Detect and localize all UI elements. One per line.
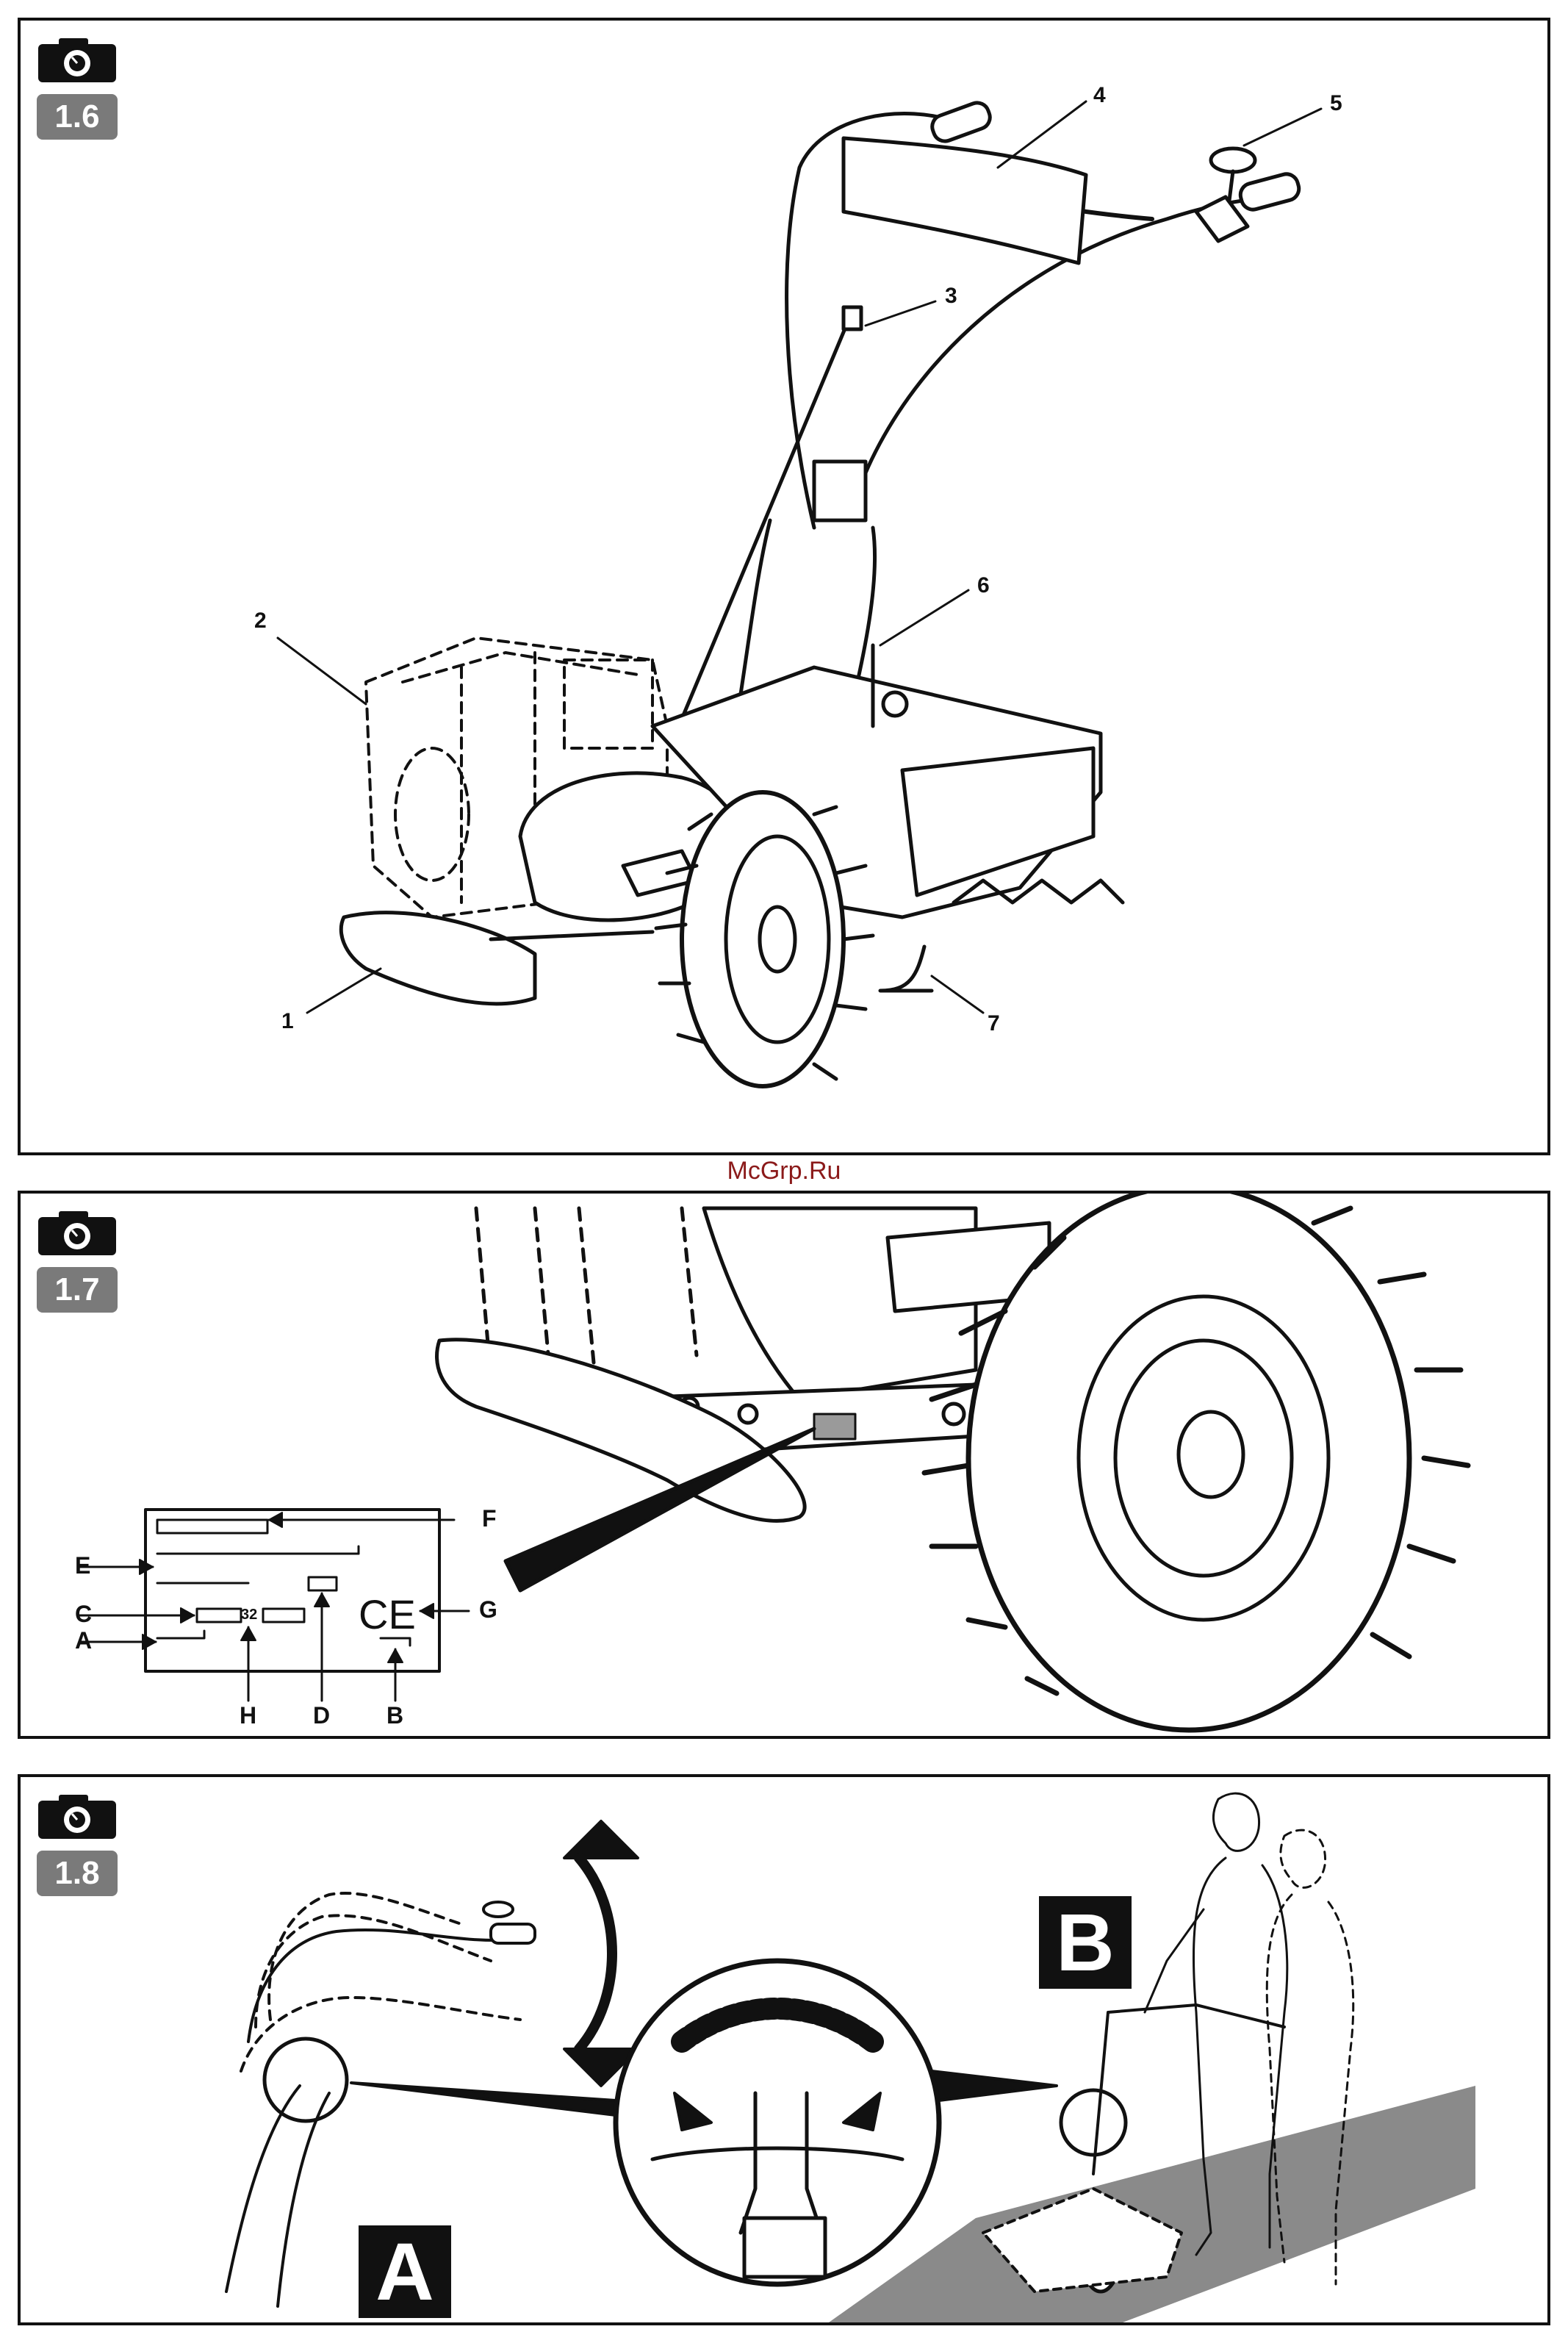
callout-5: 5 — [1330, 91, 1342, 116]
watermark: McGrp.Ru — [0, 1157, 1568, 1185]
identification-plate-illustration — [21, 1194, 1547, 1736]
ce-mark: CE — [359, 1590, 416, 1638]
callout-1: 1 — [281, 1009, 294, 1034]
callout-F: F — [482, 1505, 497, 1532]
callout-3: 3 — [945, 284, 957, 309]
figure-1-7-panel: 1.7 — [18, 1191, 1550, 1739]
tiller-illustration — [21, 21, 1547, 1152]
handlebar-adjustment-illustration — [21, 1777, 1547, 2322]
callout-H: H — [240, 1702, 256, 1729]
callout-D: D — [313, 1702, 330, 1729]
figure-1-6-panel: 1.6 — [18, 18, 1550, 1155]
callout-B: B — [386, 1702, 403, 1729]
callout-4: 4 — [1093, 83, 1106, 108]
callout-G: G — [479, 1596, 497, 1623]
callout-E: E — [75, 1552, 90, 1579]
callout-A: A — [75, 1627, 92, 1654]
callout-7: 7 — [988, 1011, 1000, 1036]
figure-1-8-panel: 1.8 — [18, 1774, 1550, 2325]
callout-C: C — [75, 1601, 92, 1628]
label-B: B — [1039, 1896, 1132, 1989]
plate-code: 32 — [241, 1607, 257, 1623]
callout-6: 6 — [977, 573, 990, 598]
label-A: A — [359, 2225, 451, 2318]
callout-2: 2 — [254, 609, 267, 634]
